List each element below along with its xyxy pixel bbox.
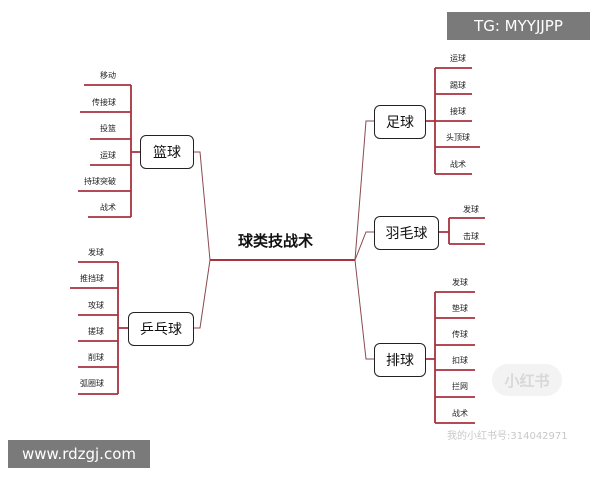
leaf-basketball: 传接球 [92,98,116,107]
leaf-pingpong: 发球 [88,248,104,257]
leaf-volleyball: 发球 [452,278,468,287]
leaf-football: 战术 [450,160,466,169]
leaf-football: 接球 [450,107,466,116]
node-badminton: 羽毛球 [374,216,439,250]
node-pingpong: 乒乓球 [128,312,194,346]
leaf-volleyball: 传球 [452,330,468,339]
leaf-football: 运球 [450,54,466,63]
leaf-pingpong: 推挡球 [80,274,104,283]
leaf-pingpong: 弧圈球 [80,379,104,388]
xiaohongshu-logo: 小红书 [492,364,562,396]
leaf-pingpong: 攻球 [88,301,104,310]
leaf-volleyball: 拦网 [452,382,468,391]
leaf-basketball: 战术 [100,203,116,212]
central-topic: 球类技战术 [238,232,314,250]
leaf-football: 踢球 [450,81,466,90]
node-football: 足球 [374,105,426,139]
site-watermark: www.rdzgj.com [8,440,150,468]
leaf-volleyball: 战术 [452,409,468,418]
leaf-volleyball: 垫球 [452,304,468,313]
leaf-basketball: 移动 [100,71,116,80]
tg-watermark: TG: MYYJJPP [447,12,590,40]
node-basketball: 篮球 [140,135,194,169]
account-watermark: 我的小红书号:314042971 [447,431,568,442]
leaf-pingpong: 削球 [88,353,104,362]
leaf-volleyball: 扣球 [452,356,468,365]
leaf-badminton: 发球 [463,205,479,214]
node-volleyball: 排球 [374,343,426,377]
leaf-basketball: 投篮 [100,124,116,133]
leaf-badminton: 击球 [463,232,479,241]
leaf-basketball: 持球突破 [84,177,116,186]
leaf-pingpong: 搓球 [88,327,104,336]
leaf-basketball: 运球 [100,151,116,160]
leaf-football: 头顶球 [446,133,470,142]
